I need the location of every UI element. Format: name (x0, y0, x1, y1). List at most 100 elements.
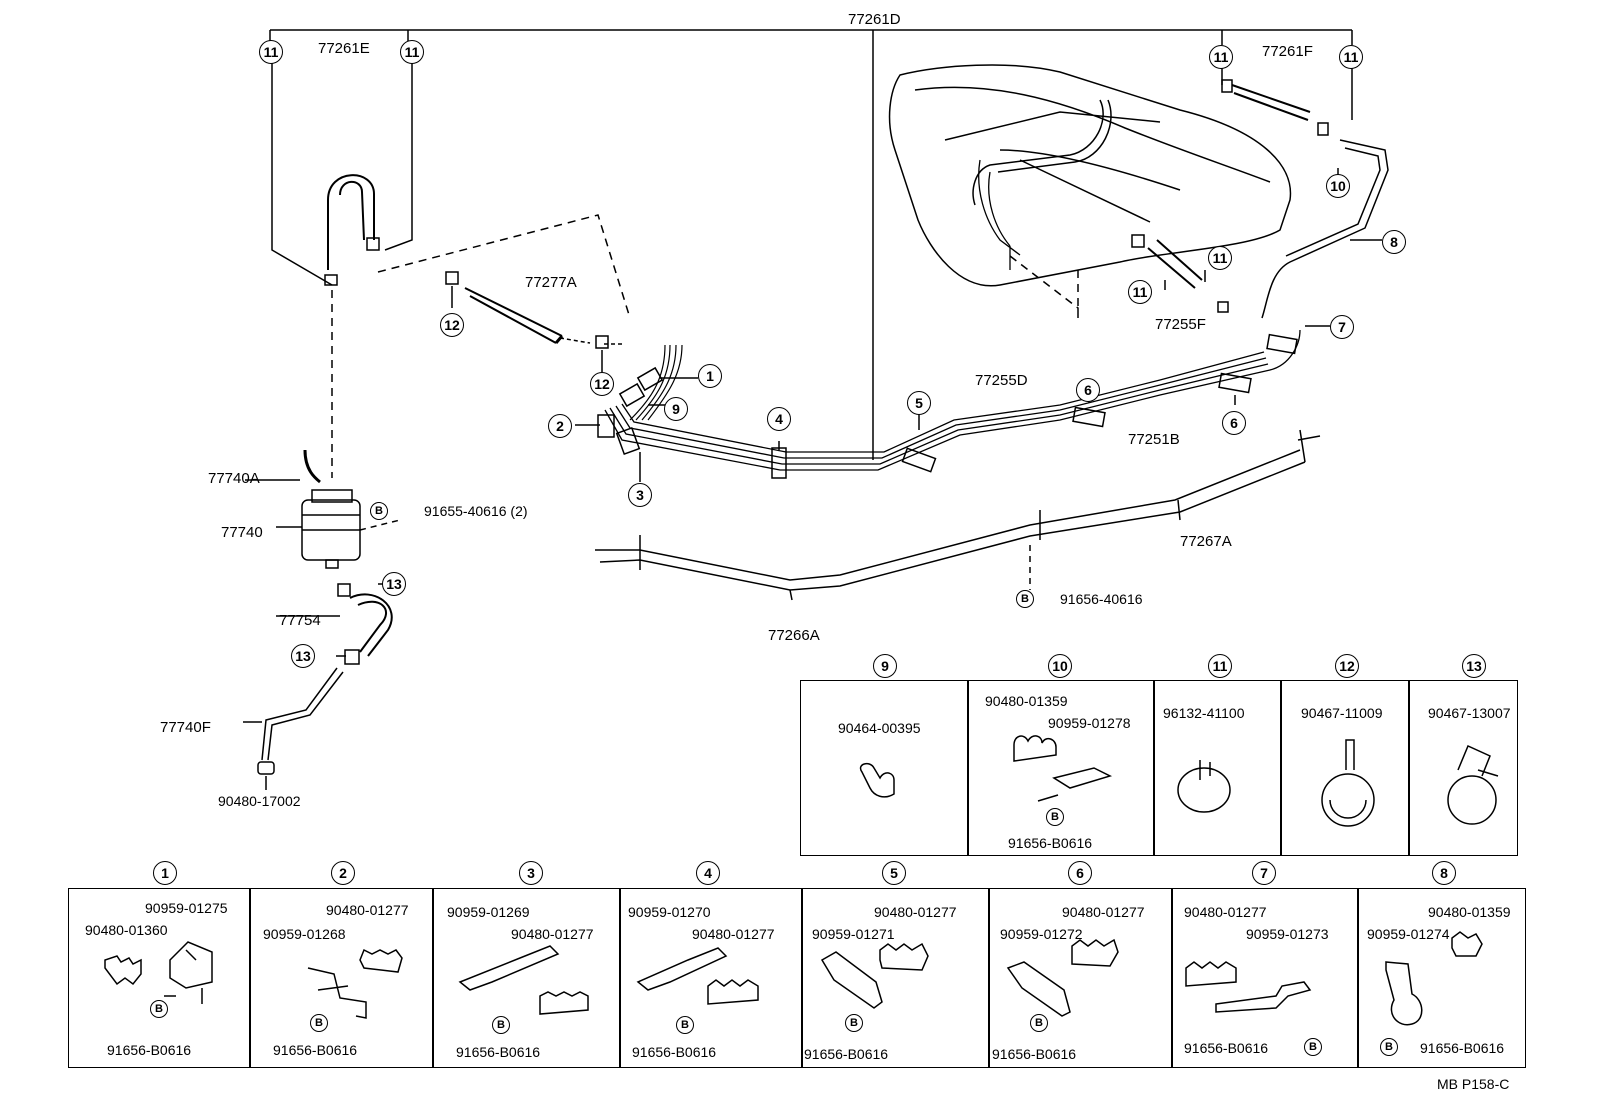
callout-11: 11 (1128, 280, 1152, 304)
bolt-marker: B (1304, 1038, 1322, 1056)
panel-divider (1280, 680, 1282, 856)
detail-callout-4: 4 (696, 861, 720, 885)
callout-11: 11 (1208, 246, 1232, 270)
part-label-90480-17002: 90480-17002 (218, 793, 301, 809)
detail-callout-5: 5 (882, 861, 906, 885)
callout-12: 12 (440, 313, 464, 337)
part-code: 90959-01275 (145, 900, 228, 916)
detail-callout-12: 12 (1335, 654, 1359, 678)
part-code: 91656-B0616 (1420, 1040, 1505, 1056)
callout-1: 1 (698, 364, 722, 388)
detail-callout-9: 9 (873, 654, 897, 678)
part-code: 90464-00395 (838, 720, 921, 736)
part-code: 90480-01360 (85, 922, 168, 938)
callout-11: 11 (400, 40, 424, 64)
part-code: 90480-01277 (692, 926, 775, 942)
part-code: 91656-B0616 (1184, 1040, 1269, 1056)
detail-panel-upper (800, 680, 1518, 856)
part-label-77740: 77740 (221, 524, 263, 541)
part-code: 90959-01278 (1048, 715, 1131, 731)
detail-callout-6: 6 (1068, 861, 1092, 885)
part-label-77255f: 77255F (1155, 316, 1206, 333)
part-code: 91656-B0616 (992, 1046, 1077, 1062)
part-label-77255d: 77255D (975, 372, 1028, 389)
part-code: 90959-01270 (628, 904, 711, 920)
panel-divider (1153, 680, 1155, 856)
part-code: 90480-01359 (985, 693, 1068, 709)
part-label-77261f: 77261F (1262, 43, 1313, 60)
part-label-77261e: 77261E (318, 40, 370, 57)
callout-3: 3 (628, 483, 652, 507)
bolt-marker: B (492, 1016, 510, 1034)
panel-divider (249, 888, 251, 1068)
part-code: 90959-01273 (1246, 926, 1329, 942)
detail-callout-7: 7 (1252, 861, 1276, 885)
panel-divider (988, 888, 990, 1068)
part-code: 96132-41100 (1163, 705, 1245, 721)
part-label-77740a: 77740A (208, 470, 260, 487)
part-code: 90467-13007 (1428, 705, 1511, 721)
footer-code: MB P158-C (1437, 1076, 1510, 1092)
bolt-marker: B (310, 1014, 328, 1032)
callout-11: 11 (1339, 45, 1363, 69)
part-code: 90959-01268 (263, 926, 346, 942)
callout-4: 4 (767, 407, 791, 431)
part-code: 90480-01277 (511, 926, 594, 942)
bolt-marker: B (845, 1014, 863, 1032)
panel-divider (801, 888, 803, 1068)
panel-divider (432, 888, 434, 1068)
callout-10: 10 (1326, 174, 1350, 198)
part-code: 90480-01277 (1184, 904, 1267, 920)
panel-divider (1171, 888, 1173, 1068)
part-code: 90480-01277 (1062, 904, 1145, 920)
bolt-marker: B (1380, 1038, 1398, 1056)
part-label-77267a: 77267A (1180, 533, 1232, 550)
detail-callout-13: 13 (1462, 654, 1486, 678)
part-label-77277a: 77277A (525, 274, 577, 291)
callout-6: 6 (1076, 378, 1100, 402)
panel-divider (619, 888, 621, 1068)
panel-divider (1357, 888, 1359, 1068)
detail-callout-2: 2 (331, 861, 355, 885)
part-code: 90480-01277 (874, 904, 957, 920)
part-code: 91656-B0616 (107, 1042, 192, 1058)
callout-13: 13 (291, 644, 315, 668)
detail-callout-1: 1 (153, 861, 177, 885)
callout-7: 7 (1330, 315, 1354, 339)
part-code: 90959-01269 (447, 904, 530, 920)
callout-9: 9 (664, 397, 688, 421)
part-code: 90959-01274 (1367, 926, 1450, 942)
part-code: 90959-01272 (1000, 926, 1083, 942)
part-label-91656-40616: 91656-40616 (1060, 591, 1143, 607)
bolt-marker: B (1030, 1014, 1048, 1032)
panel-divider (967, 680, 969, 856)
part-label-77754: 77754 (279, 612, 321, 629)
bolt-marker: B (676, 1016, 694, 1034)
callout-5: 5 (907, 391, 931, 415)
callout-12: 12 (590, 372, 614, 396)
detail-callout-11: 11 (1208, 654, 1232, 678)
part-label-77740f: 77740F (160, 719, 211, 736)
part-code: 91656-B0616 (1008, 835, 1093, 851)
part-label-77266a: 77266A (768, 627, 820, 644)
bolt-marker: B (1016, 590, 1034, 608)
part-code: 91656-B0616 (632, 1044, 717, 1060)
callout-13: 13 (382, 572, 406, 596)
part-code: 91656-B0616 (456, 1044, 541, 1060)
callout-11: 11 (259, 40, 283, 64)
detail-callout-10: 10 (1048, 654, 1072, 678)
part-code: 91656-B0616 (273, 1042, 358, 1058)
part-label-91655-40616: 91655-40616 (2) (424, 503, 528, 519)
part-code: 90467-11009 (1301, 705, 1383, 721)
bolt-marker: B (1046, 808, 1064, 826)
part-code: 90959-01271 (812, 926, 895, 942)
detail-callout-3: 3 (519, 861, 543, 885)
part-label-77261d: 77261D (848, 11, 901, 28)
part-code: 90480-01277 (326, 902, 409, 918)
bolt-marker: B (150, 1000, 168, 1018)
detail-panel-lower (68, 888, 1526, 1068)
part-code: 91656-B0616 (804, 1046, 889, 1062)
detail-callout-8: 8 (1432, 861, 1456, 885)
callout-6: 6 (1222, 411, 1246, 435)
